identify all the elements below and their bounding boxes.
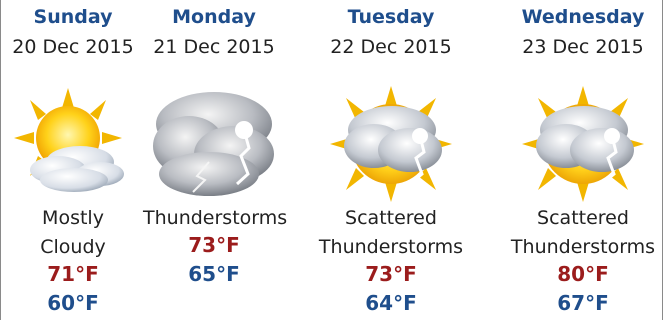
condition-text: Scattered [345,207,437,229]
low-temperature: 64°F [365,291,417,315]
condition-text-line2: Thunderstorms [510,236,656,258]
day-name: Sunday [33,6,113,28]
low-temperature: 60°F [47,291,99,315]
scattered-thunderstorms-icon [330,86,452,202]
day-name: Tuesday [347,6,435,28]
condition-text-line2: Cloudy [40,236,106,258]
mostly-cloudy-icon [14,88,124,192]
day-date: 23 Dec 2015 [522,36,644,58]
condition-text: Thunderstorms [143,207,288,229]
thunderstorm-icon [153,92,274,196]
scattered-thunderstorms-icon [522,86,644,202]
high-temperature: 71°F [47,262,99,286]
day-date: 21 Dec 2015 [153,36,275,58]
high-temperature: 80°F [557,262,609,286]
day-date: 22 Dec 2015 [330,36,452,58]
condition-text-line2: Thunderstorms [318,236,464,258]
high-temperature: 73°F [365,262,417,286]
condition-text: Scattered [537,207,629,229]
low-temperature: 65°F [188,262,240,286]
day-name: Wednesday [521,6,645,28]
day-date: 20 Dec 2015 [12,36,134,58]
day-name: Monday [172,6,256,28]
high-temperature: 73°F [188,233,240,257]
low-temperature: 67°F [557,291,609,315]
condition-text: Mostly [42,207,104,229]
